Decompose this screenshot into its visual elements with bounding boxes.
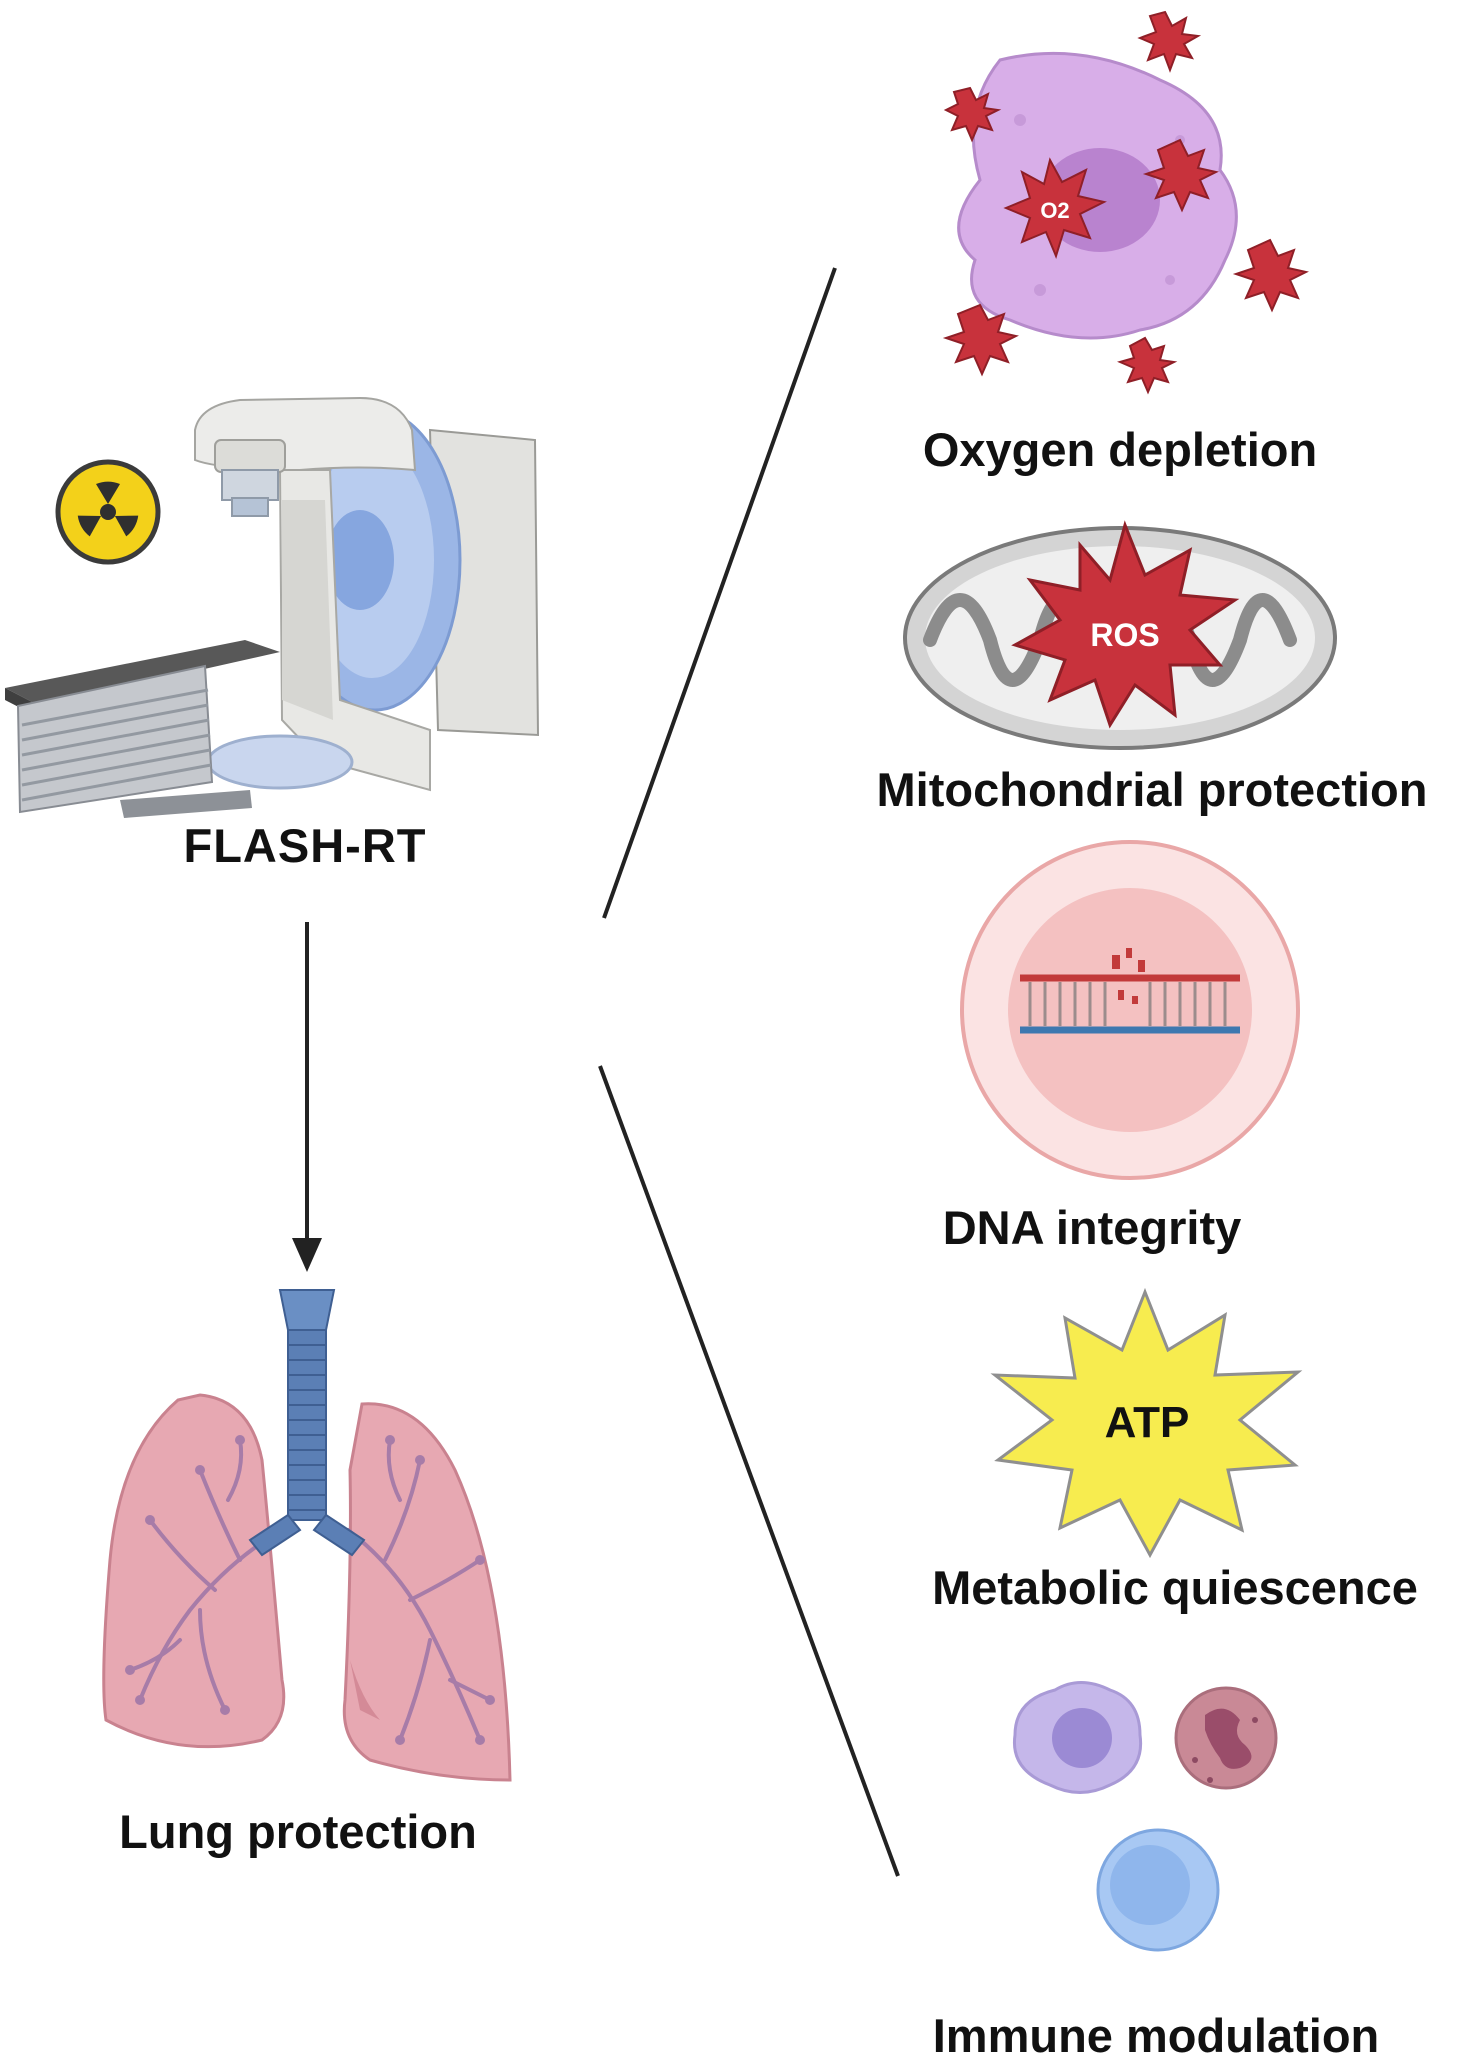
atp-burst-icon: ATP	[990, 1287, 1303, 1559]
lung-protection-label: Lung protection	[119, 1805, 477, 1858]
radiation-hazard-icon	[55, 459, 161, 565]
upper-branch-line	[602, 267, 837, 919]
atp-badge: ATP	[1105, 1398, 1190, 1447]
oxygen-depletion-label: Oxygen depletion	[923, 423, 1317, 476]
lower-branch-line	[598, 1065, 900, 1877]
metabolic-quiescence-label: Metabolic quiescence	[932, 1561, 1418, 1614]
dna-integrity-label: DNA integrity	[943, 1201, 1242, 1254]
oxygen-radical-icon: O2	[1003, 157, 1107, 259]
lungs-icon	[102, 1289, 512, 1782]
o2-badge: O2	[1040, 198, 1069, 223]
mitochondrial-protection-label: Mitochondrial protection	[877, 763, 1428, 816]
immune-modulation-label: Immune modulation	[933, 2009, 1380, 2060]
flash-rt-label: FLASH-RT	[184, 819, 427, 872]
oxygen-radical-cluster	[942, 10, 1309, 395]
flow-arrow	[292, 922, 322, 1272]
immune-cells-icon	[1012, 1681, 1278, 1952]
ros-burst-icon: ROS	[1011, 520, 1240, 729]
linear-accelerator-icon	[5, 396, 540, 818]
dna-cell-icon	[960, 840, 1300, 1180]
ros-cell-icon	[957, 51, 1238, 340]
ros-badge: ROS	[1090, 617, 1159, 653]
